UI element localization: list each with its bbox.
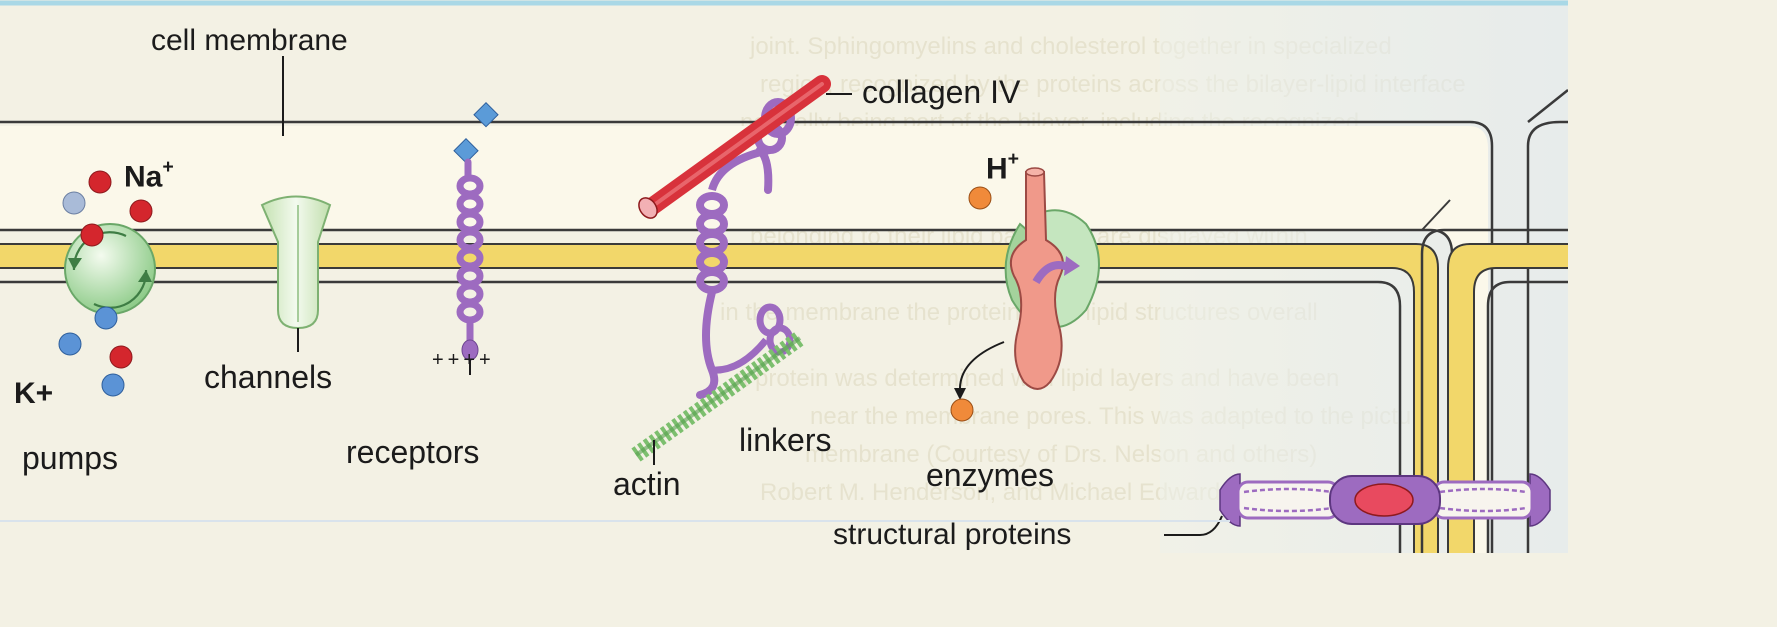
receptors-label: receptors (346, 436, 479, 468)
sodium-ion (110, 346, 132, 368)
linkers-label: linkers (739, 424, 831, 456)
proton-charge: + (1008, 148, 1019, 170)
potassium-ion (95, 307, 117, 329)
ion-gray (63, 192, 85, 214)
potassium-ion (59, 333, 81, 355)
enzymes-label: enzymes (926, 459, 1054, 491)
collagen-label: collagen IV (862, 76, 1020, 108)
sodium-ion (130, 200, 152, 222)
sodium-label: Na+ (124, 158, 174, 193)
proton (969, 187, 991, 209)
pump-protein (65, 224, 155, 314)
receptor-charges-label: ++++ (432, 350, 495, 370)
proton-symbol: H (986, 153, 1008, 186)
actin-label: actin (613, 468, 681, 500)
proton-label: H+ (986, 150, 1019, 185)
structural-proteins-label: structural proteins (833, 520, 1071, 550)
sodium-ion (81, 224, 103, 246)
membrane-diagram: joint. Sphingomyelins and cholesterol to… (0, 0, 1568, 553)
diagram-canvas (0, 0, 1568, 553)
channels-label: channels (204, 361, 332, 393)
sodium-charge: + (162, 156, 173, 178)
pumps-label: pumps (22, 442, 118, 474)
potassium-ion (102, 374, 124, 396)
sodium-symbol: Na (124, 161, 162, 194)
proton (951, 399, 973, 421)
background-tint (1160, 0, 1568, 553)
channel-protein (262, 197, 330, 353)
sodium-ion (89, 171, 111, 193)
cell-membrane-label: cell membrane (151, 26, 348, 56)
potassium-label: K+ (14, 379, 53, 409)
